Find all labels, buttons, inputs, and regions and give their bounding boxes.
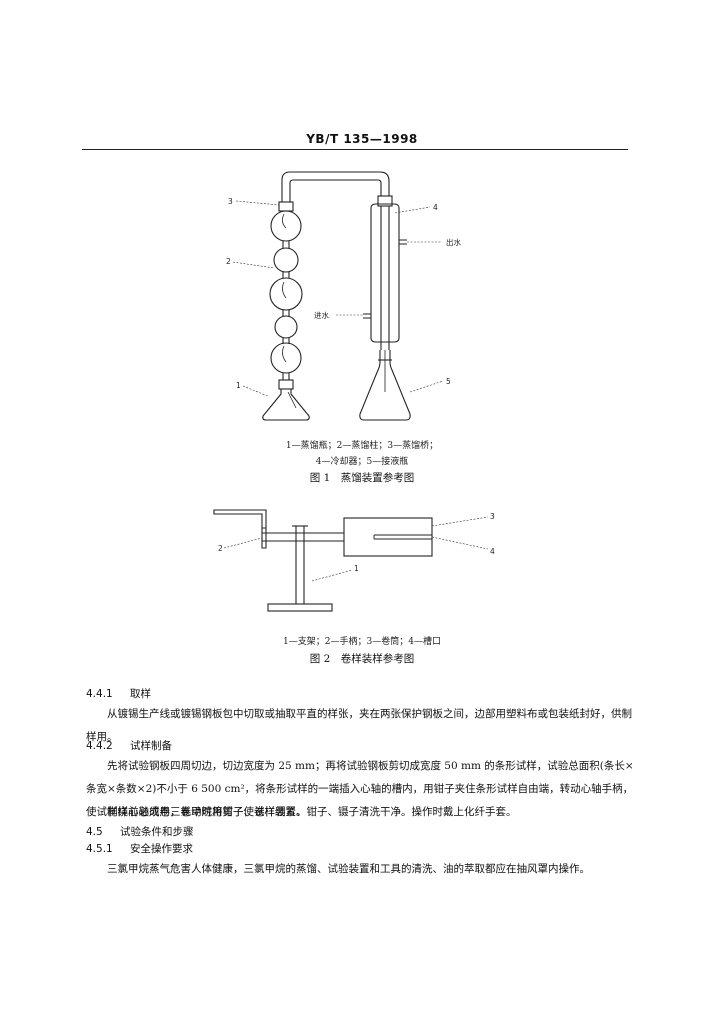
section-number: 4.4.1 [86, 688, 113, 700]
section-number: 4.4.2 [86, 740, 113, 752]
figure2-label-3: 3 [490, 512, 495, 521]
figure2-label-1: 1 [354, 564, 359, 573]
figure1-label-4: 4 [433, 203, 438, 212]
figure1-label-1: 1 [236, 381, 241, 390]
figure1-legend-line2: 4—冷却器；5—接液瓶 [315, 457, 409, 467]
figure1-legend-line1: 1—蒸馏瓶；2—蒸馏柱；3—蒸馏桥； [285, 441, 439, 451]
figure1-label-5: 5 [446, 377, 451, 386]
section-4-4-2-paragraph-1: 先将试验钢板四周切边，切边宽度为 25 mm；再将试验钢板剪切成宽度 50 mm… [86, 760, 634, 818]
section-4-4-2-paragraph-2: 制样前必须用三氯甲烷将剪子、卷样装置、钳子、镊子清洗干净。操作时戴上化纤手套。 [107, 806, 517, 818]
standard-code-header: YB/T 135—1998 [306, 132, 418, 146]
figure1-distillation-apparatus: 3 2 1 4 出水 进水 5 [226, 171, 461, 421]
section-title: 安全操作要求 [130, 843, 193, 855]
section-4-5-heading: 4.5 试验条件和步骤 [86, 824, 194, 839]
section-4-4-1-paragraph: 从镀锡生产线或镀锡钢板包中切取或抽取平直的样张，夹在两张保护钢板之间，边部用塑料… [86, 708, 632, 743]
section-number: 4.5 [86, 826, 103, 838]
section-number: 4.5.1 [86, 843, 113, 855]
section-title: 试验条件和步骤 [120, 826, 194, 838]
figure2-label-4: 4 [490, 547, 495, 556]
section-4-5-1-heading: 4.5.1 安全操作要求 [86, 841, 193, 856]
figure1-label-out-water: 出水 [446, 237, 461, 247]
figure2-title: 图 2 卷样装样参考图 [309, 653, 415, 665]
section-4-4-1-heading: 4.4.1 取样 [86, 686, 151, 701]
section-title: 取样 [130, 688, 151, 700]
figure1-label-in-water: 进水 [314, 310, 329, 320]
figure1-label-2: 2 [226, 257, 231, 266]
figure2-sample-rolling-device: 2 1 3 4 [213, 509, 495, 612]
section-4-5-1-paragraph: 三氯甲烷蒸气危害人体健康，三氯甲烷的蒸馏、试验装置和工具的清洗、油的萃取都应在抽… [107, 863, 590, 875]
figure1-title: 图 1 蒸馏装置参考图 [309, 472, 415, 484]
figure2-legend: 1—支架；2—手柄；3—卷筒；4—槽口 [283, 637, 441, 647]
header-rule [82, 149, 628, 150]
figure2-label-2: 2 [218, 544, 223, 553]
section-4-4-2-heading: 4.4.2 试样制备 [86, 738, 172, 753]
section-title: 试样制备 [130, 740, 172, 752]
figure1-label-3: 3 [228, 197, 233, 206]
